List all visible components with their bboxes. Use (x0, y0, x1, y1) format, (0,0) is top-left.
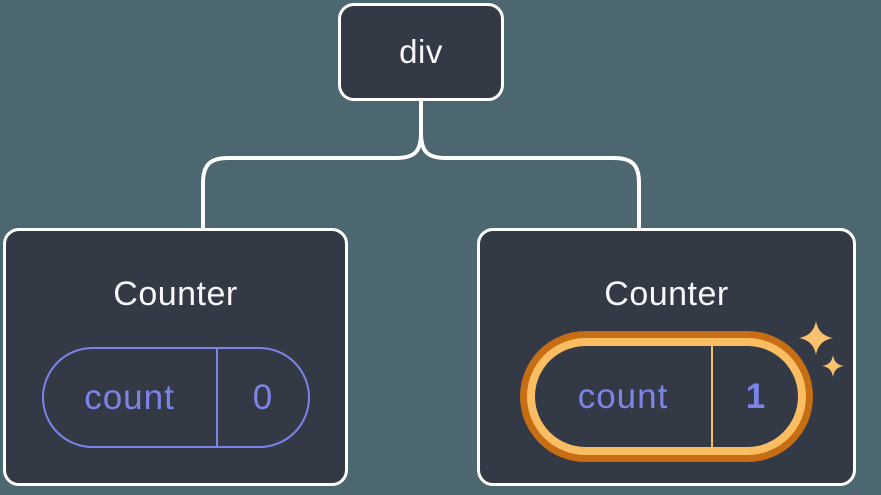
state-value: 0 (252, 377, 273, 417)
counter-node-right: Counter count 1 (477, 228, 856, 486)
sparkles-icon (799, 321, 844, 377)
state-pill: count 0 (41, 347, 310, 448)
root-node-div: div (338, 3, 504, 101)
state-name-label: count (577, 376, 669, 416)
state-value: 1 (745, 376, 766, 416)
state-pill-divider (215, 349, 218, 446)
counter-title: Counter (604, 275, 729, 313)
highlight-ring-inner: count 1 (527, 338, 806, 455)
state-pill-highlighted: count 1 (535, 346, 798, 447)
state-pill-divider (711, 346, 713, 447)
counter-title: Counter (113, 275, 238, 313)
state-name-label: count (84, 377, 175, 417)
connector-left-branch (201, 131, 423, 229)
root-node-label: div (399, 33, 443, 70)
counter-node-left: Counter count 0 (3, 228, 348, 486)
highlight-ring-outer: count 1 (520, 331, 813, 462)
connector-right-branch (419, 131, 641, 229)
